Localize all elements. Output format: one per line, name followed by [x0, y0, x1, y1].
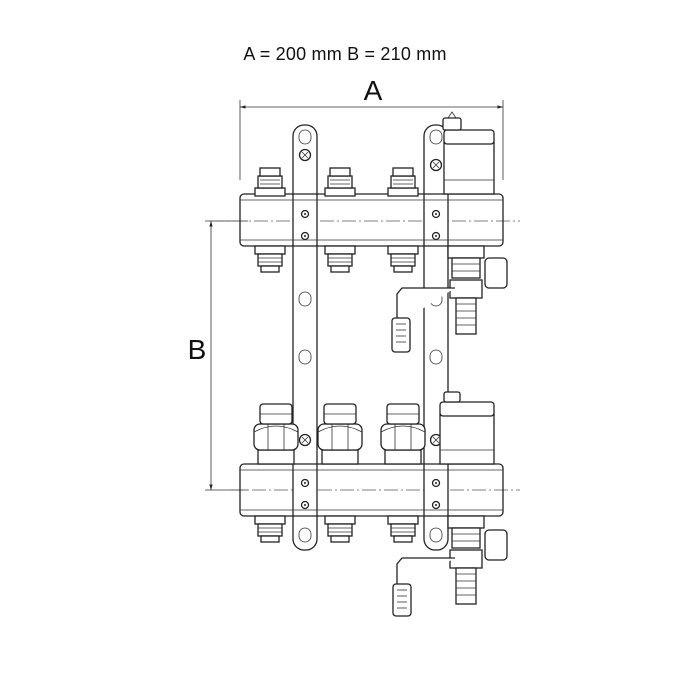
dimension-b-label: B: [188, 334, 207, 365]
lower-key-handle: [392, 557, 455, 617]
upper-drain-valve: [447, 245, 508, 335]
lower-outlet-1: [253, 403, 299, 465]
lower-drain-valve: [447, 515, 508, 605]
lower-manifold-bar: [239, 463, 504, 517]
dimension-a-label: A: [364, 75, 383, 106]
dimension-b: B: [188, 220, 248, 491]
dimension-caption: A = 200 mm B = 210 mm: [243, 44, 447, 64]
lower-port-2: [324, 515, 356, 543]
lower-outlet-2: [317, 403, 363, 465]
left-mounting-bracket: [292, 124, 318, 551]
upper-port-2: [324, 245, 356, 273]
lower-air-vent: [439, 391, 495, 465]
dimension-a: A: [239, 75, 504, 180]
upper-outlet-1: [254, 167, 286, 197]
upper-manifold-bar: [239, 193, 504, 247]
upper-key-handle: [391, 287, 455, 353]
upper-port-3: [387, 245, 419, 273]
lower-port-3: [387, 515, 419, 543]
lower-port-1: [254, 515, 286, 543]
upper-air-vent: [442, 111, 495, 195]
lower-outlet-3: [380, 403, 426, 465]
upper-outlet-2: [324, 167, 356, 197]
upper-outlet-3: [387, 167, 419, 197]
upper-port-1: [254, 245, 286, 273]
